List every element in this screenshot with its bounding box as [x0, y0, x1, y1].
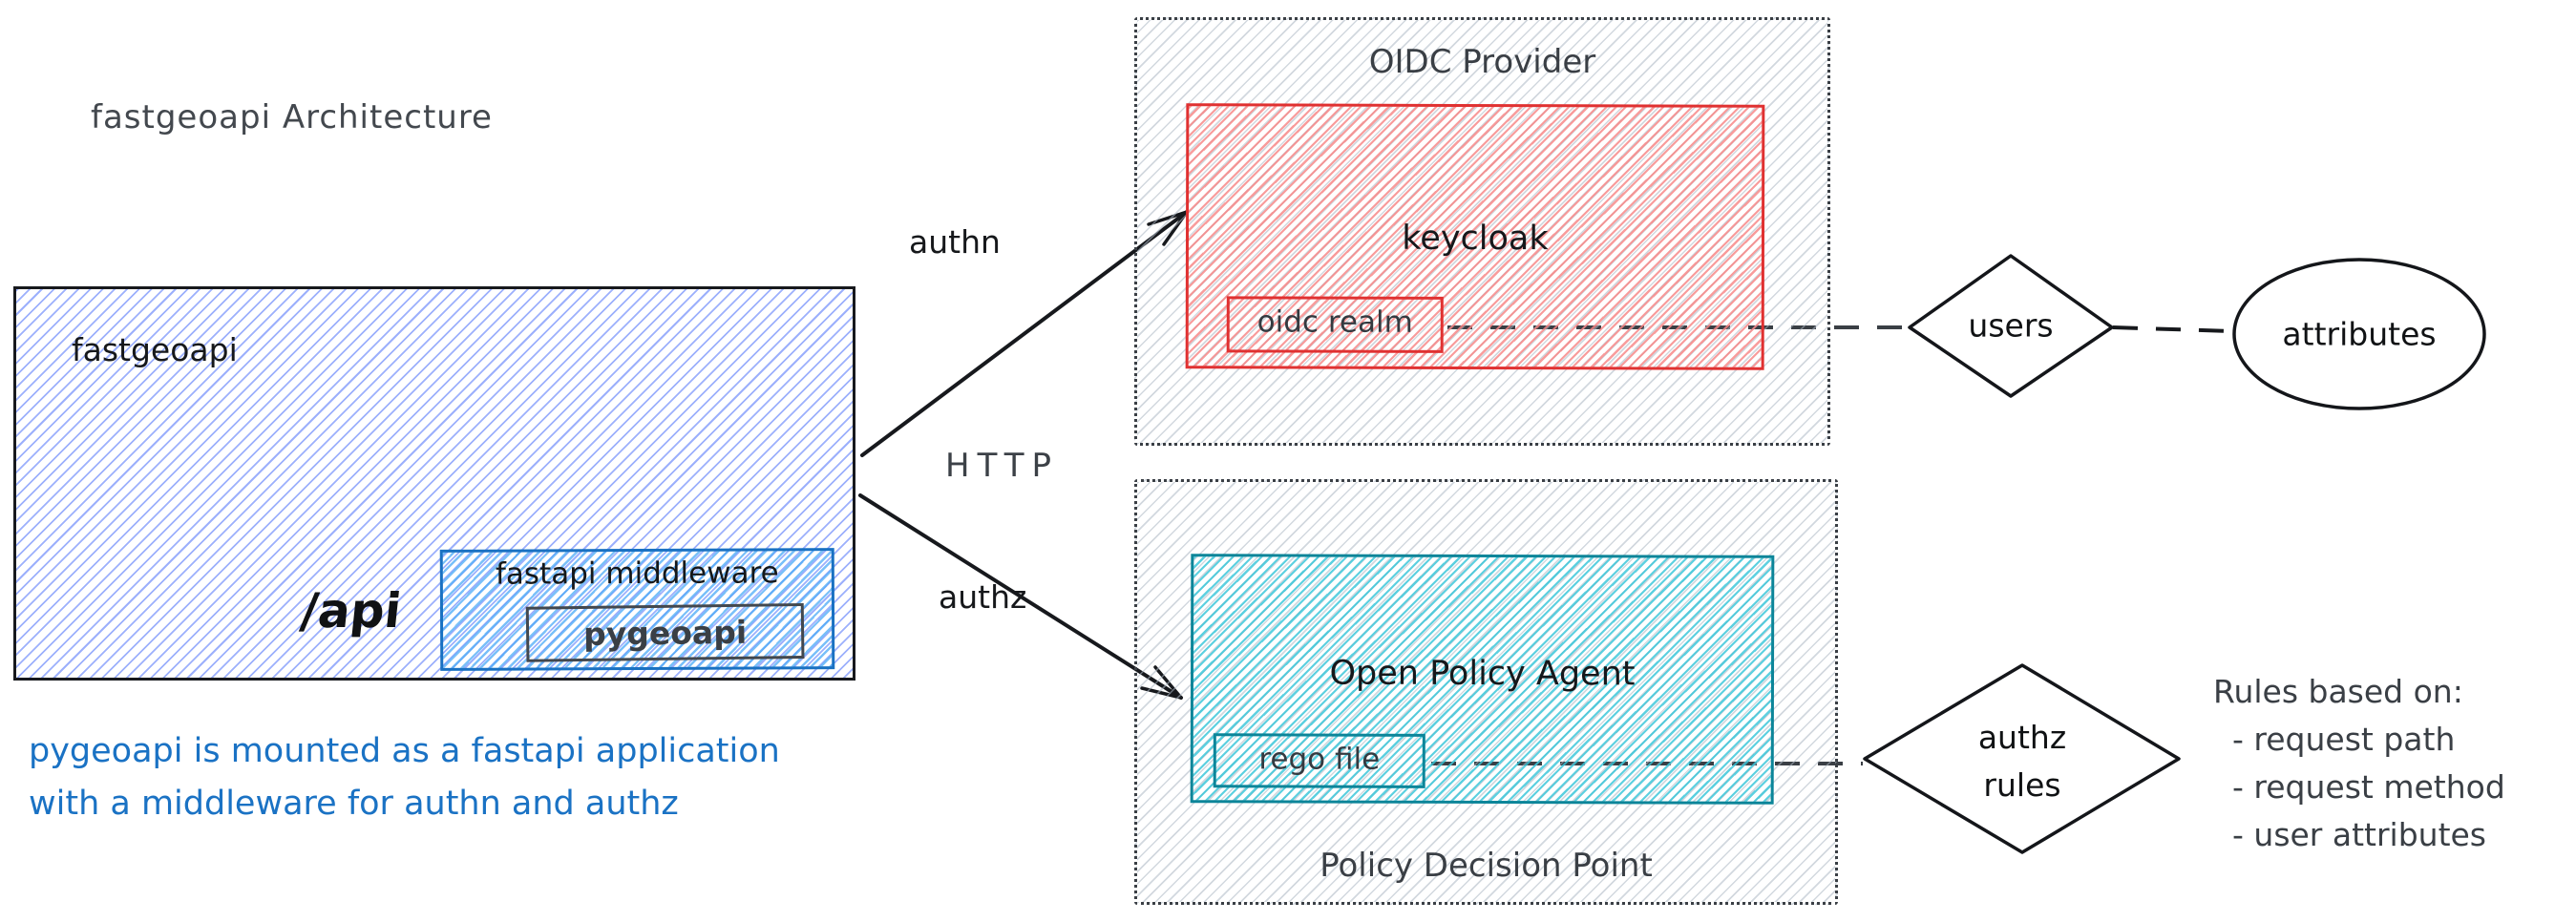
attributes-ellipse-label: attributes: [2282, 315, 2437, 353]
pygeoapi-note-line1: pygeoapi is mounted as a fastapi applica…: [29, 732, 780, 770]
rules-heading: Rules based on:: [2213, 673, 2463, 710]
users-diamond: [1908, 254, 2114, 398]
authz-arrow: [858, 493, 1183, 700]
policy-decision-point-label: Policy Decision Point: [1320, 847, 1653, 885]
http-label: HTTP: [945, 447, 1060, 485]
rules-item: - user attributes: [2232, 816, 2486, 853]
authz-rules-diamond: [1863, 663, 2181, 854]
authz-rules-label-line2: rules: [1983, 766, 2061, 804]
keycloak-label: keycloak: [1402, 219, 1549, 259]
keycloak-box: keycloak oidc realm: [1185, 103, 1765, 370]
diagram-title: fastgeoapi Architecture: [91, 98, 493, 136]
rego-file-box: rego file: [1213, 733, 1425, 788]
oidc-provider-container: OIDC Provider keycloak oidc realm: [1134, 17, 1830, 446]
pygeoapi-note: pygeoapi is mounted as a fastapi applica…: [29, 725, 780, 830]
oidc-realm-box: oidc realm: [1226, 296, 1444, 353]
users-diamond-label: users: [1968, 306, 2054, 345]
rules-item: - request path: [2232, 721, 2456, 758]
pygeoapi-box: pygeoapi: [525, 602, 805, 662]
authz-rules-label-line1: authz: [1977, 719, 2067, 756]
fastgeoapi-box-label: fastgeoapi: [72, 331, 238, 368]
open-policy-agent-label: Open Policy Agent: [1329, 654, 1636, 694]
fastapi-middleware-box: fastapi middleware pygeoapi: [439, 548, 835, 671]
authn-arrow: [860, 210, 1189, 457]
policy-decision-point-container: Open Policy Agent rego file Policy Decis…: [1134, 479, 1838, 905]
api-path-label: /api: [297, 583, 404, 639]
pygeoapi-label: pygeoapi: [582, 613, 748, 653]
open-policy-agent-box: Open Policy Agent rego file: [1190, 554, 1775, 805]
fastapi-middleware-label: fastapi middleware: [495, 555, 779, 592]
authz-arrow-label: authz: [939, 578, 1027, 616]
rules-items: - request path - request method - user a…: [2232, 716, 2505, 859]
rules-annotation: Rules based on: - request path - request…: [2213, 668, 2505, 859]
users-to-attributes-dashed-line: [2112, 325, 2233, 333]
pygeoapi-note-line2: with a middleware for authn and authz: [29, 785, 679, 823]
oidc-provider-label: OIDC Provider: [1368, 43, 1596, 81]
fastgeoapi-box: fastgeoapi /api fastapi middleware pygeo…: [13, 286, 855, 681]
oidc-realm-label: oidc realm: [1256, 304, 1413, 340]
authn-arrow-label: authn: [909, 223, 1001, 261]
rego-file-label: rego file: [1258, 742, 1381, 777]
attributes-ellipse: [2232, 258, 2486, 410]
rules-item: - request method: [2232, 768, 2505, 806]
authz-rules-diamond-label: authz rules: [1978, 714, 2066, 809]
